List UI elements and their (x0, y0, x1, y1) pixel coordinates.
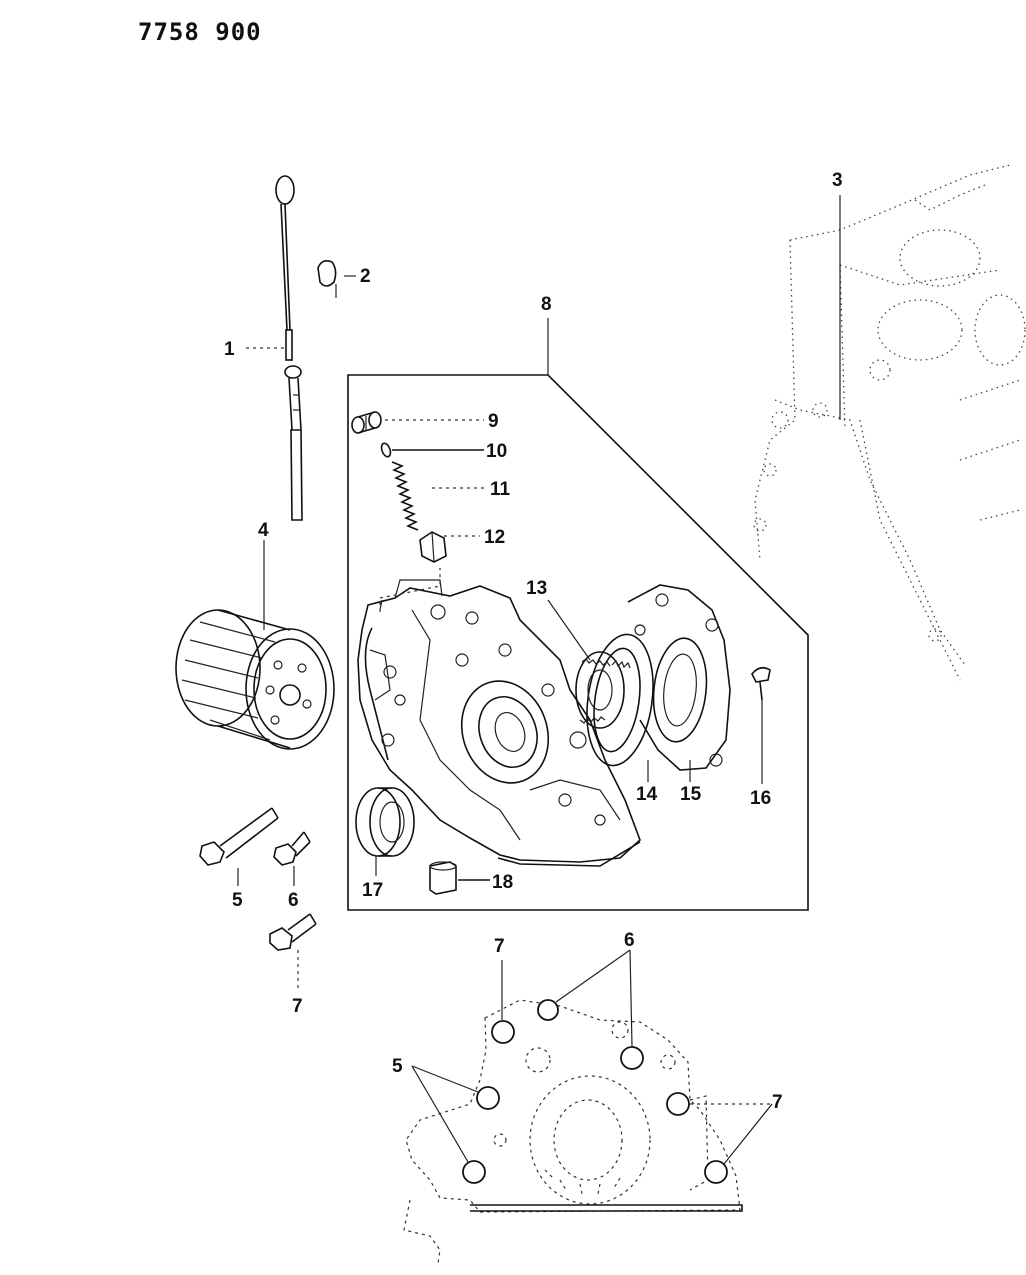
callout-3: 3 (832, 170, 843, 191)
callout-1: 1 (224, 339, 235, 360)
callout-6: 6 (288, 890, 299, 911)
leader-lines (237, 275, 763, 992)
cover-screw (751, 666, 771, 701)
oil-dipstick (275, 175, 303, 521)
detail-callout-6: 6 (624, 930, 635, 951)
callout-12: 12 (484, 527, 505, 548)
document-number: 7758 900 (138, 18, 262, 46)
detail-callout-7-right: 7 (772, 1092, 783, 1113)
callout-16: 16 (750, 788, 771, 809)
callout-7: 7 (292, 996, 303, 1017)
detail-callout-7-top: 7 (494, 936, 505, 957)
plug-gasket (380, 442, 392, 458)
relief-plug (351, 411, 382, 434)
relief-spring (391, 461, 419, 531)
bolt-6 (273, 831, 311, 866)
pump-cover (627, 584, 731, 771)
oil-filter (175, 609, 335, 750)
callout-15: 15 (680, 784, 702, 805)
detail-callout-5: 5 (392, 1056, 403, 1077)
callout-11: 11 (490, 479, 511, 500)
oil-seal (355, 787, 415, 857)
callout-4: 4 (258, 520, 269, 541)
bolt-7 (269, 913, 317, 951)
dipstick-grommet (317, 260, 337, 298)
callout-8: 8 (541, 294, 552, 315)
oil-pump-assembly-box (347, 374, 809, 911)
callout-17: 17 (362, 880, 383, 901)
relief-plunger (419, 531, 447, 563)
drain-plug (429, 861, 457, 895)
callout-10: 10 (486, 441, 507, 462)
callout-labels: 1 2 3 4 5 6 7 8 9 10 11 12 13 14 15 16 1… (224, 170, 843, 1113)
callout-5: 5 (232, 890, 243, 911)
callout-9: 9 (488, 411, 499, 432)
callout-13: 13 (526, 578, 547, 599)
pump-bolt-location-detail (403, 949, 773, 1265)
bolt-5 (199, 807, 279, 866)
pump-gear-set (575, 633, 654, 767)
engine-block-outline (753, 164, 1026, 681)
callout-18: 18 (492, 872, 513, 893)
callout-14: 14 (636, 784, 658, 805)
callout-2: 2 (360, 266, 371, 287)
oil-pump-body (357, 579, 641, 867)
